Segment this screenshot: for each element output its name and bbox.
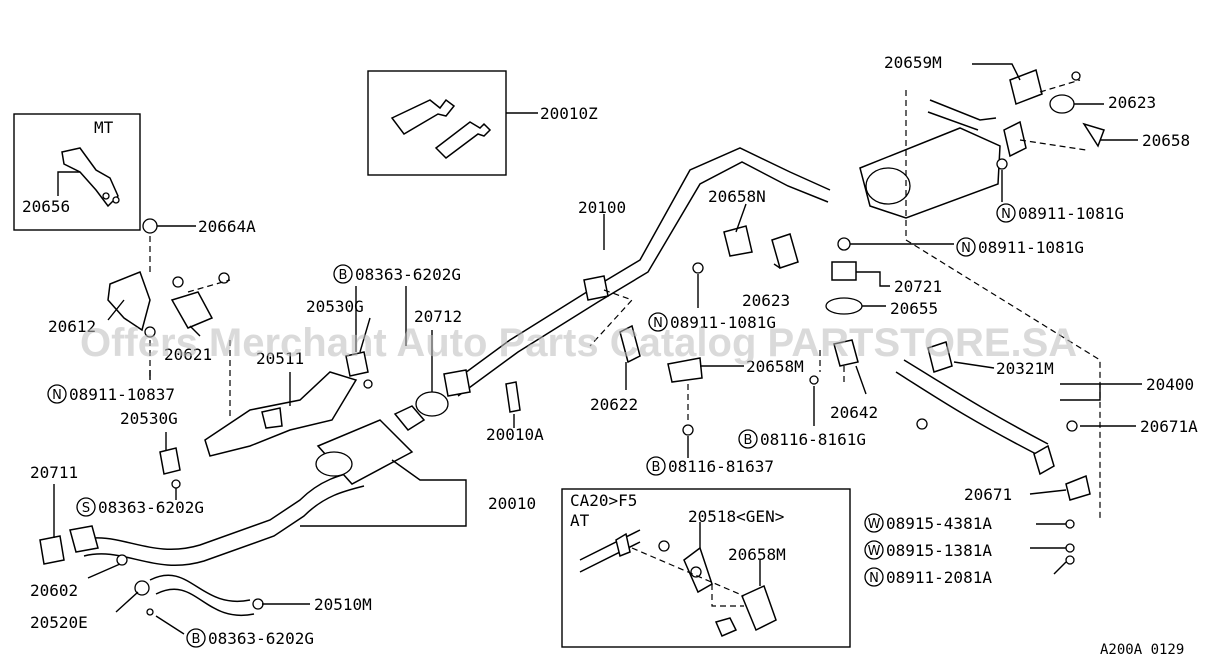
label-20655: 20655 bbox=[890, 299, 938, 318]
prefix-w-08915-1381a: W bbox=[868, 544, 881, 559]
label-08363-6202g-b: 08363-6202G bbox=[98, 498, 204, 517]
label-20510m: 20510M bbox=[314, 595, 372, 614]
label-08116-8161g: 08116-8161G bbox=[760, 430, 866, 449]
label-20658n: 20658N bbox=[708, 187, 766, 206]
label-20612: 20612 bbox=[48, 317, 96, 336]
label-20656: 20656 bbox=[22, 197, 70, 216]
label-08116-81637: 08116-81637 bbox=[668, 457, 774, 476]
label-20664a: 20664A bbox=[198, 217, 256, 236]
leader-lines bbox=[53, 63, 1142, 635]
label-08911-1081g-c: 08911-1081G bbox=[978, 238, 1084, 257]
prefix-n-08911-2081a: N bbox=[869, 571, 879, 586]
diagram-id: A200A 0129 bbox=[1100, 642, 1184, 658]
label-20100: 20100 bbox=[578, 198, 626, 217]
label-20010a: 20010A bbox=[486, 425, 544, 444]
part-labels: 20664A 08363-6202G 20612 20621 08911-108… bbox=[30, 53, 1198, 648]
prefix-b-08116-8161g: B bbox=[744, 433, 753, 448]
label-20623-a: 20623 bbox=[742, 291, 790, 310]
prefix-b-08363-c: B bbox=[192, 632, 201, 647]
label-20623-b: 20623 bbox=[1108, 93, 1156, 112]
label-20658m: 20658M bbox=[746, 357, 804, 376]
label-20658: 20658 bbox=[1142, 131, 1190, 150]
prefix-markers: B N S B N B N N B W W N bbox=[47, 203, 1016, 648]
label-20712: 20712 bbox=[414, 307, 462, 326]
label-20658m-at: 20658M bbox=[728, 545, 786, 564]
label-20010z: 20010Z bbox=[540, 104, 598, 123]
label-08915-1381a: 08915-1381A bbox=[886, 541, 992, 560]
label-20671a: 20671A bbox=[1140, 417, 1198, 436]
label-20671: 20671 bbox=[964, 485, 1012, 504]
parts-art bbox=[39, 68, 1105, 617]
label-08915-4381a: 08915-4381A bbox=[886, 514, 992, 533]
prefix-n-08911-10837: N bbox=[52, 388, 62, 403]
label-20511: 20511 bbox=[256, 349, 304, 368]
inset-at-line1: CA20>F5 bbox=[570, 491, 637, 510]
label-08911-10837: 08911-10837 bbox=[69, 385, 175, 404]
inset-at-line2: AT bbox=[570, 511, 590, 530]
inset-mt: MT 20656 bbox=[13, 113, 141, 231]
label-20602: 20602 bbox=[30, 581, 78, 600]
label-20659m: 20659M bbox=[884, 53, 942, 72]
prefix-n-08911-1081g-c: N bbox=[961, 241, 971, 256]
label-08363-6202g-c: 08363-6202G bbox=[208, 629, 314, 648]
label-20621: 20621 bbox=[164, 345, 212, 364]
label-08911-1081g-a: 08911-1081G bbox=[670, 313, 776, 332]
label-20400: 20400 bbox=[1146, 375, 1194, 394]
prefix-n-08911-1081g-b: N bbox=[1001, 207, 1011, 222]
inset-mt-title: MT bbox=[94, 118, 114, 137]
label-20530g-b: 20530G bbox=[306, 297, 364, 316]
prefix-b-08363-a: B bbox=[339, 268, 348, 283]
label-20530g-a: 20530G bbox=[120, 409, 178, 428]
label-20010: 20010 bbox=[488, 494, 536, 513]
watermark: Offers Merchant Auto Parts Catalog PARTS… bbox=[80, 321, 1077, 365]
label-20711: 20711 bbox=[30, 463, 78, 482]
inset-tool: 20010Z bbox=[367, 70, 598, 176]
prefix-s-08363-b: S bbox=[82, 501, 90, 516]
label-20721: 20721 bbox=[894, 277, 942, 296]
label-08363-6202g-a: 08363-6202G bbox=[355, 265, 461, 284]
label-20642: 20642 bbox=[830, 403, 878, 422]
inset-at: CA20>F5 AT 20518<GEN> 20658M bbox=[561, 488, 851, 648]
label-20622: 20622 bbox=[590, 395, 638, 414]
label-20520e: 20520E bbox=[30, 613, 88, 632]
prefix-w-08915-4381a: W bbox=[868, 517, 881, 532]
prefix-n-08911-1081g-a: N bbox=[653, 316, 663, 331]
label-08911-2081a: 08911-2081A bbox=[886, 568, 992, 587]
label-20321m: 20321M bbox=[996, 359, 1054, 378]
label-20518gen: 20518<GEN> bbox=[688, 507, 784, 526]
prefix-b-08116-81637: B bbox=[652, 460, 661, 475]
label-08911-1081g-b: 08911-1081G bbox=[1018, 204, 1124, 223]
